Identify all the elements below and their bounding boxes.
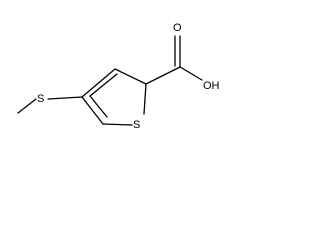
bond-c2-carboxyl (145, 66, 181, 85)
bond-s1-c5 (102, 123, 133, 126)
bond-c5-c4 (81, 96, 104, 125)
bond-methyl-s (17, 98, 37, 114)
bond-c2-s1 (143, 83, 147, 115)
atom-label-hydroxyl: OH (203, 80, 220, 92)
atom-label-methylthio-sulfur: S (37, 93, 44, 105)
molecule-structure: S S O OH (17, 22, 220, 131)
atom-label-ring-sulfur: S (133, 119, 140, 131)
atom-label-carbonyl-oxygen: O (173, 22, 182, 34)
bond-carboxyl-oh (179, 66, 203, 81)
bonds (17, 35, 203, 126)
bond-c4-c3 (81, 68, 116, 98)
bond-c5-c4-inner (89, 95, 108, 118)
bond-c4-c3-inner (89, 73, 118, 97)
bond-s-c4 (47, 96, 83, 100)
bond-c3-c2 (114, 68, 147, 85)
atom-labels: S S O OH (37, 22, 220, 131)
